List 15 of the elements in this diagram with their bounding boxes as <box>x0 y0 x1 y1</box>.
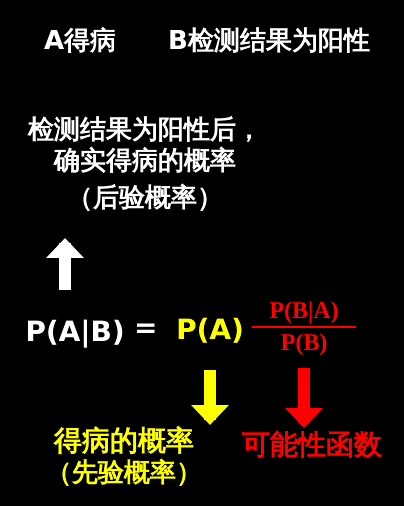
note-text: （先验概率） <box>46 457 202 489</box>
formula-term: P(A|B) <box>25 314 125 350</box>
block-arrow <box>285 368 323 428</box>
heading-text: 可能性函数 <box>242 428 382 462</box>
heading-text: 检测结果为阳性后，确实得病的概率 <box>26 115 263 177</box>
variable-definition: A得病 <box>44 25 116 58</box>
block-arrow <box>191 370 229 425</box>
formula-term: P(A) <box>176 312 244 348</box>
fraction-numerator: P(B|A) <box>269 297 339 326</box>
variable-definition: B检测结果为阳性 <box>168 25 370 58</box>
fraction-denominator: P(B) <box>252 326 356 358</box>
block-arrow <box>46 238 84 290</box>
note-text: （后验概率） <box>67 183 223 214</box>
heading-text: 得病的概率 <box>54 425 194 457</box>
equals-sign: = <box>134 310 158 346</box>
